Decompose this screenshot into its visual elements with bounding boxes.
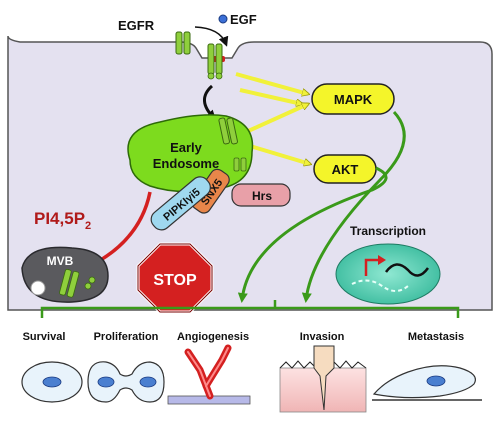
metastasis-cell-icon (372, 365, 482, 401)
egf-label: EGF (230, 12, 257, 27)
akt-label: AKT (332, 162, 359, 177)
endosome-membrane-receptors (233, 157, 247, 172)
mapk-node: MAPK (311, 83, 395, 115)
activated-egfr-dimer (207, 43, 225, 80)
survival-cell-icon (21, 361, 83, 403)
outcome-label-metastasis: Metastasis (408, 331, 464, 343)
hrs-label: Hrs (252, 189, 272, 203)
mapk-output-arrow (301, 110, 406, 303)
outcome-label-survival: Survival (23, 331, 66, 343)
endosome-label-line1: Early (170, 140, 203, 155)
membrane-to-mapk-arrow (235, 72, 308, 94)
angiogenesis-vessel-icon (167, 344, 251, 405)
akt-node: AKT (313, 154, 377, 184)
endosome-label-line2: Endosome (153, 156, 219, 171)
egfr-label: EGFR (118, 18, 155, 33)
transcription-label: Transcription (350, 224, 426, 238)
mvb: MVB (21, 246, 109, 303)
egf-ligand-icon (218, 14, 228, 24)
outcome-label-angiogenesis: Angiogenesis (177, 331, 249, 343)
proliferation-cell-icon (87, 361, 165, 403)
outcome-label-proliferation: Proliferation (94, 331, 159, 343)
egf-binding-arrow (194, 26, 229, 47)
stop-label: STOP (153, 272, 197, 289)
mvb-label: MVB (47, 254, 74, 268)
pi45p2-label: PI4,5P2 (34, 209, 91, 232)
invasion-tissue-icon (279, 345, 367, 413)
akt-output-arrow (237, 166, 388, 303)
bottom-panel (0, 312, 500, 425)
stop-sign-icon: STOP (136, 242, 214, 314)
membrane-to-akt-arrow (239, 88, 302, 104)
endosome-to-mapk-arrow (245, 102, 308, 134)
endosome-to-akt-arrow (249, 144, 310, 164)
nucleus-icon (335, 243, 441, 305)
mapk-label: MAPK (334, 92, 373, 107)
hrs-protein: Hrs (231, 183, 291, 207)
endosomal-egfr-dimer (218, 117, 238, 145)
egfr-receptor (175, 31, 191, 55)
outcome-bracket (40, 306, 460, 318)
outcome-label-invasion: Invasion (300, 331, 345, 343)
